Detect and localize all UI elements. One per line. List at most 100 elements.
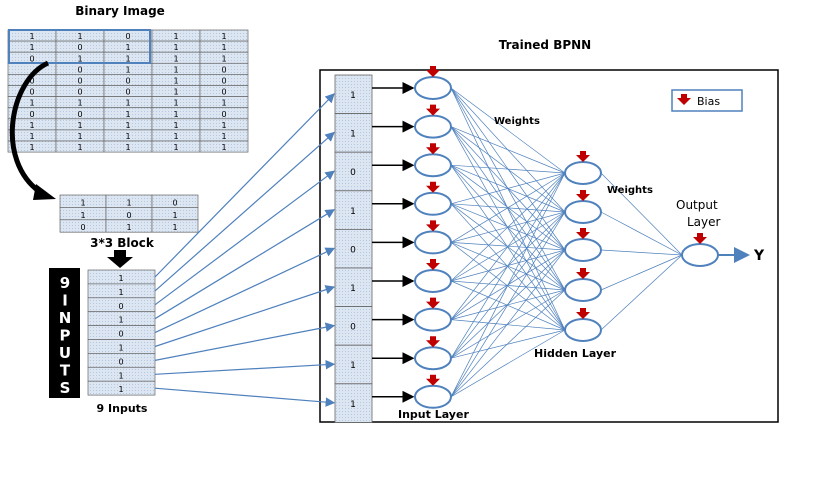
- bias-arrow-icon: [426, 297, 440, 309]
- grid-cell-value: 1: [80, 211, 85, 220]
- network-title: Trained BPNN: [499, 38, 591, 52]
- bias-arrow-icon: [576, 190, 590, 201]
- grid-cell-value: 1: [77, 132, 82, 141]
- input-connection: [154, 131, 335, 292]
- grid-cell-value: 1: [173, 99, 178, 108]
- grid-cell-value: 1: [125, 143, 130, 152]
- weights-label-1: Weights: [494, 116, 540, 127]
- grid-cell-value: 1: [80, 198, 85, 207]
- hidden-layer-label: Hidden Layer: [534, 347, 617, 360]
- bias-arrow-icon: [426, 66, 440, 77]
- side-letter: P: [60, 327, 71, 345]
- weights-label-2: Weights: [607, 185, 653, 196]
- grid-cell-value: 1: [77, 121, 82, 130]
- bias-arrow-icon: [693, 233, 707, 244]
- grid-cell-value: 1: [221, 54, 226, 63]
- weight-line: [450, 126, 566, 331]
- grid-cell: [151, 219, 199, 233]
- grid-cell-value: 1: [173, 143, 178, 152]
- input-connection: [154, 359, 336, 375]
- weight-line: [450, 172, 566, 282]
- weight-line: [450, 242, 566, 331]
- network-input-cell: [334, 383, 373, 423]
- grid-cell-value: 1: [77, 143, 82, 152]
- input-neuron: [414, 346, 452, 371]
- network-frame: [319, 69, 779, 423]
- grid-cell-value: 1: [173, 110, 178, 119]
- grid-cell-value: 0: [80, 223, 85, 232]
- weight-line: [450, 172, 566, 397]
- bias-arrow-icon: [426, 259, 440, 270]
- network-input-value: 1: [350, 400, 356, 410]
- weight-line: [450, 289, 566, 398]
- weight-line: [600, 249, 683, 256]
- input-connection: [154, 93, 335, 278]
- grid-cell-value: 1: [125, 110, 130, 119]
- grid-cell-value: 0: [77, 65, 82, 74]
- grid-cell-value: 1: [29, 143, 34, 152]
- grid-cell-value: 1: [172, 223, 177, 232]
- weight-line: [600, 172, 683, 256]
- input-neuron: [414, 191, 452, 216]
- side-letter: T: [60, 362, 71, 380]
- grid-cell-value: 1: [77, 99, 82, 108]
- grid-cell-value: 0: [221, 65, 226, 74]
- grid-cell-value: 1: [77, 32, 82, 41]
- input-cell-value: 1: [118, 316, 123, 325]
- grid-cell-value: 1: [173, 54, 178, 63]
- input-neuron: [414, 153, 452, 178]
- bias-arrow-icon: [426, 220, 440, 232]
- weight-line: [450, 203, 566, 331]
- inputs-side-panel: [49, 268, 80, 398]
- input-neuron: [414, 114, 452, 139]
- grid-cell-value: 1: [173, 132, 178, 141]
- input-connections: [154, 93, 336, 407]
- grid-cell-value: 0: [172, 198, 177, 207]
- grid-cell-value: 1: [29, 43, 34, 52]
- grid-cell-value: 1: [125, 99, 130, 108]
- network-input-value: 0: [350, 168, 356, 178]
- grid-cell-value: 1: [221, 121, 226, 130]
- weight-line: [450, 87, 566, 174]
- output-neuron: [681, 243, 719, 267]
- neurons: [414, 66, 719, 409]
- grid-cell-value: 1: [125, 132, 130, 141]
- bias-arrow-icon: [426, 104, 440, 116]
- weight-line: [600, 211, 683, 256]
- weight-line: [450, 87, 566, 291]
- bias-arrow-icon: [576, 151, 590, 162]
- grid-cell-value: 1: [173, 65, 178, 74]
- input-neuron: [414, 76, 452, 100]
- grid-cell: [199, 140, 249, 153]
- network-input-value: 1: [350, 207, 356, 217]
- input-connection: [154, 209, 336, 320]
- bias-legend: [671, 89, 743, 112]
- output-layer-label-2: Layer: [687, 215, 721, 229]
- input-connection: [154, 247, 336, 334]
- grid-cell-value: 0: [125, 77, 130, 86]
- side-letter: N: [59, 309, 72, 327]
- curved-arrow: [9, 60, 50, 195]
- weight-connections: [450, 87, 683, 398]
- bias-arrow-icon: [426, 336, 440, 348]
- weight-line: [450, 165, 566, 331]
- grid-cell-value: 1: [29, 121, 34, 130]
- inputs-label: 9 Inputs: [97, 402, 148, 415]
- weight-line: [600, 254, 683, 291]
- network-input-cell: [334, 344, 373, 385]
- hidden-neuron: [564, 200, 602, 224]
- grid-cell-value: 1: [125, 54, 130, 63]
- bias-legend-label: Bias: [697, 95, 720, 108]
- input-neuron: [414, 269, 452, 293]
- network-input-cell: [334, 113, 373, 153]
- grid-cell-value: 0: [77, 88, 82, 97]
- grid-cell-value: 0: [77, 77, 82, 86]
- weight-line: [450, 126, 566, 174]
- weight-line: [450, 87, 566, 331]
- weight-line: [600, 254, 683, 331]
- grid-cell-value: 0: [77, 110, 82, 119]
